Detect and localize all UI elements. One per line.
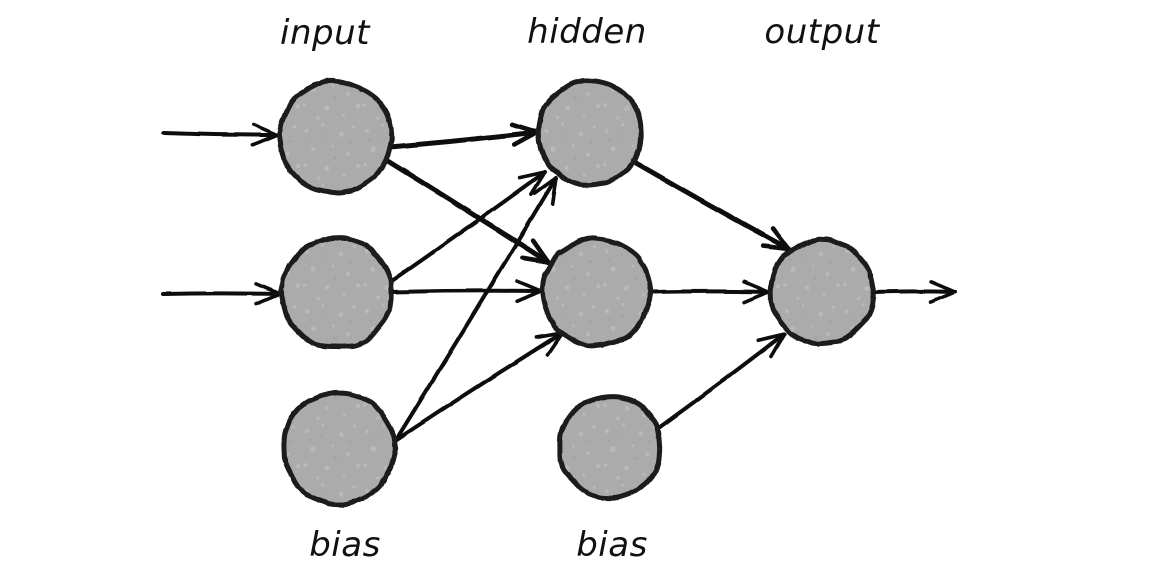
edge-input1-hidden1: [387, 122, 540, 150]
edge-line: [392, 176, 558, 445]
edge-line: [161, 131, 279, 138]
edge-line: [873, 289, 957, 294]
node-hidden-2[interactable]: [539, 235, 654, 349]
edge-line: [383, 157, 551, 265]
node-input-bias[interactable]: [281, 390, 399, 508]
node-hidden-bias[interactable]: [557, 394, 663, 501]
edge-line: [633, 160, 792, 252]
node-outline: [767, 236, 877, 347]
node-fill: [278, 81, 391, 194]
node-outline: [281, 390, 399, 508]
node-outline: [539, 235, 654, 349]
edge-external-in-2: [161, 282, 282, 306]
arrow-head-icon: [533, 176, 558, 206]
nodes-group: [276, 77, 877, 508]
edge-line: [390, 288, 543, 294]
node-outline: [276, 77, 395, 195]
edge-inputbias-hidden1: [392, 176, 558, 445]
node-hidden-1[interactable]: [535, 77, 644, 188]
edge-hidden2-output: [650, 280, 770, 304]
edge-input2-hidden2: [390, 279, 543, 304]
node-fill: [538, 80, 642, 186]
edge-input2-hidden1: [387, 170, 547, 285]
arrow-head-icon: [929, 280, 957, 304]
node-output-1[interactable]: [767, 236, 877, 347]
edge-external-in-1: [161, 122, 279, 147]
bias-label-hidden-bias: bias: [576, 525, 648, 565]
edge-hiddenbias-output: [658, 332, 786, 429]
edge-line: [161, 291, 282, 296]
node-outline: [557, 394, 663, 501]
layer-label-output: output: [764, 12, 880, 52]
edge-input1-hidden2: [383, 157, 551, 265]
node-outline: [535, 77, 644, 188]
edge-line: [650, 289, 770, 294]
node-input-2[interactable]: [278, 235, 395, 350]
layer-label-input: input: [280, 13, 371, 53]
arrow-head-icon: [534, 331, 564, 357]
edge-line: [387, 170, 547, 285]
edge-output-external: [873, 280, 957, 304]
arrow-head-icon: [517, 170, 547, 196]
node-fill: [769, 240, 875, 344]
edge-inputbias-hidden2: [394, 331, 564, 442]
arrow-head-icon: [520, 238, 551, 265]
node-fill: [283, 391, 395, 504]
node-fill: [283, 238, 393, 349]
bias-label-input-bias: bias: [309, 525, 381, 565]
node-fill: [558, 395, 661, 499]
node-input-1[interactable]: [276, 77, 395, 195]
edge-line: [387, 129, 540, 150]
layer-label-hidden: hidden: [527, 12, 647, 52]
arrow-head-icon: [756, 332, 786, 359]
edge-line: [394, 331, 564, 442]
edge-line: [658, 332, 786, 429]
labels-group: input hidden output bias bias: [280, 12, 880, 565]
node-fill: [543, 239, 653, 346]
node-outline: [278, 235, 395, 350]
edge-hidden1-output: [633, 160, 792, 252]
